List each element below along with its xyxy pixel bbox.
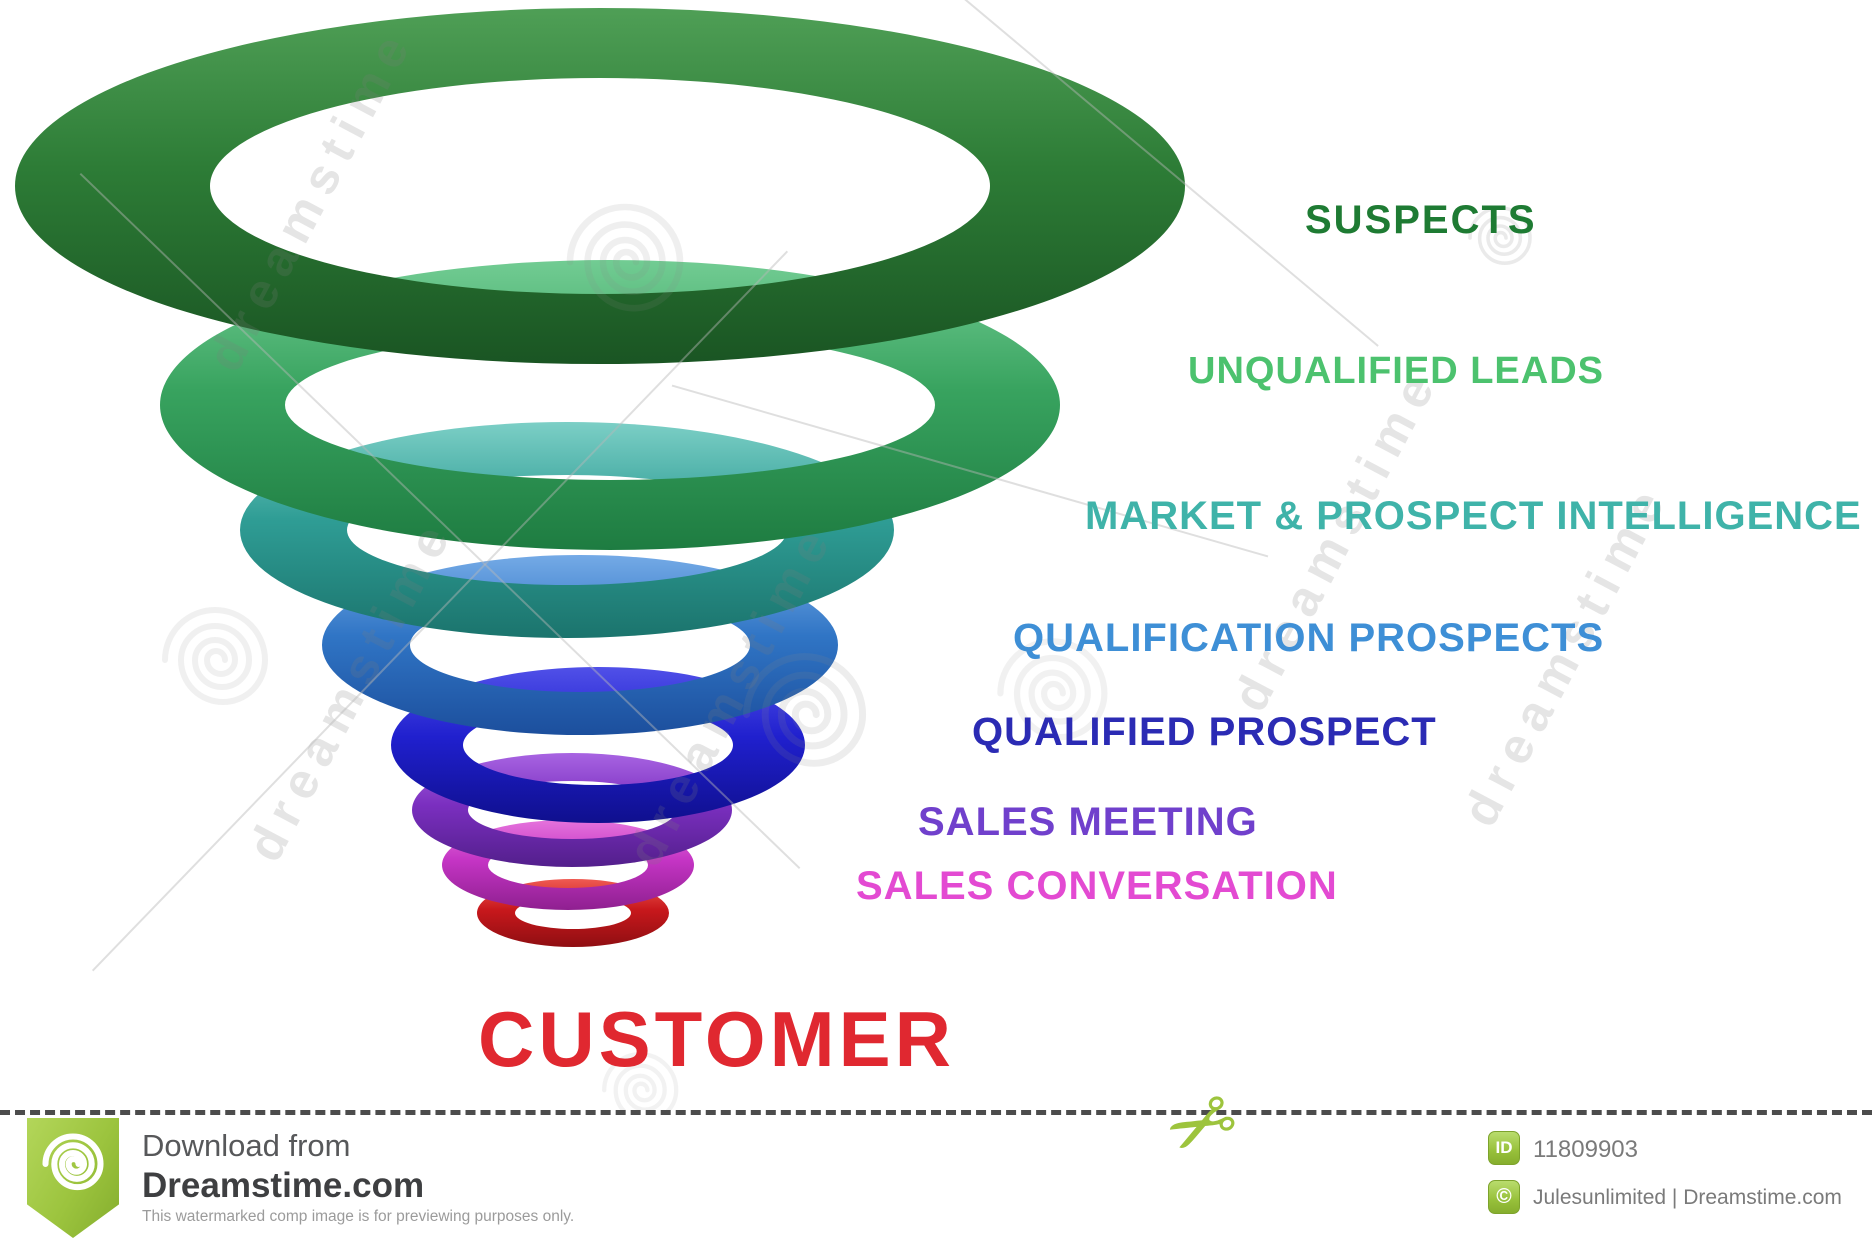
author-credit[interactable]: Julesunlimited | Dreamstime.com	[1533, 1186, 1842, 1209]
dreamstime-ribbon-logo	[27, 1118, 119, 1238]
spiral-icon	[42, 1133, 104, 1190]
funnel-ring-0	[14, 7, 1185, 365]
funnel-label-qualified-prospect: QUALIFIED PROSPECT	[972, 710, 1437, 754]
id-badge: ID	[1488, 1131, 1520, 1165]
funnel-label-customer: CUSTOMER	[478, 995, 955, 1083]
copyright-badge: ©	[1488, 1180, 1520, 1214]
download-from-text: Download from	[142, 1128, 351, 1163]
funnel-label-unqualified-leads: UNQUALIFIED LEADS	[1188, 350, 1604, 392]
funnel-rings	[14, 7, 1185, 947]
image-id: 11809903	[1533, 1136, 1638, 1163]
funnel-label-suspects: SUSPECTS	[1305, 198, 1537, 242]
cut-dashed-line	[0, 1110, 1872, 1115]
dreamstime-site-text[interactable]: Dreamstime.com	[142, 1166, 425, 1205]
footer: Download from Dreamstime.com This waterm…	[0, 1110, 1872, 1240]
funnel-label-sales-meeting: SALES MEETING	[918, 800, 1258, 844]
funnel-label-market-prospect-intelligence: MARKET & PROSPECT INTELLIGENCE	[1085, 494, 1862, 538]
funnel-label-qualification-prospects: QUALIFICATION PROSPECTS	[1013, 616, 1605, 660]
funnel-label-sales-conversation: SALES CONVERSATION	[856, 864, 1338, 908]
watermark-disclaimer: This watermarked comp image is for previ…	[142, 1208, 575, 1225]
